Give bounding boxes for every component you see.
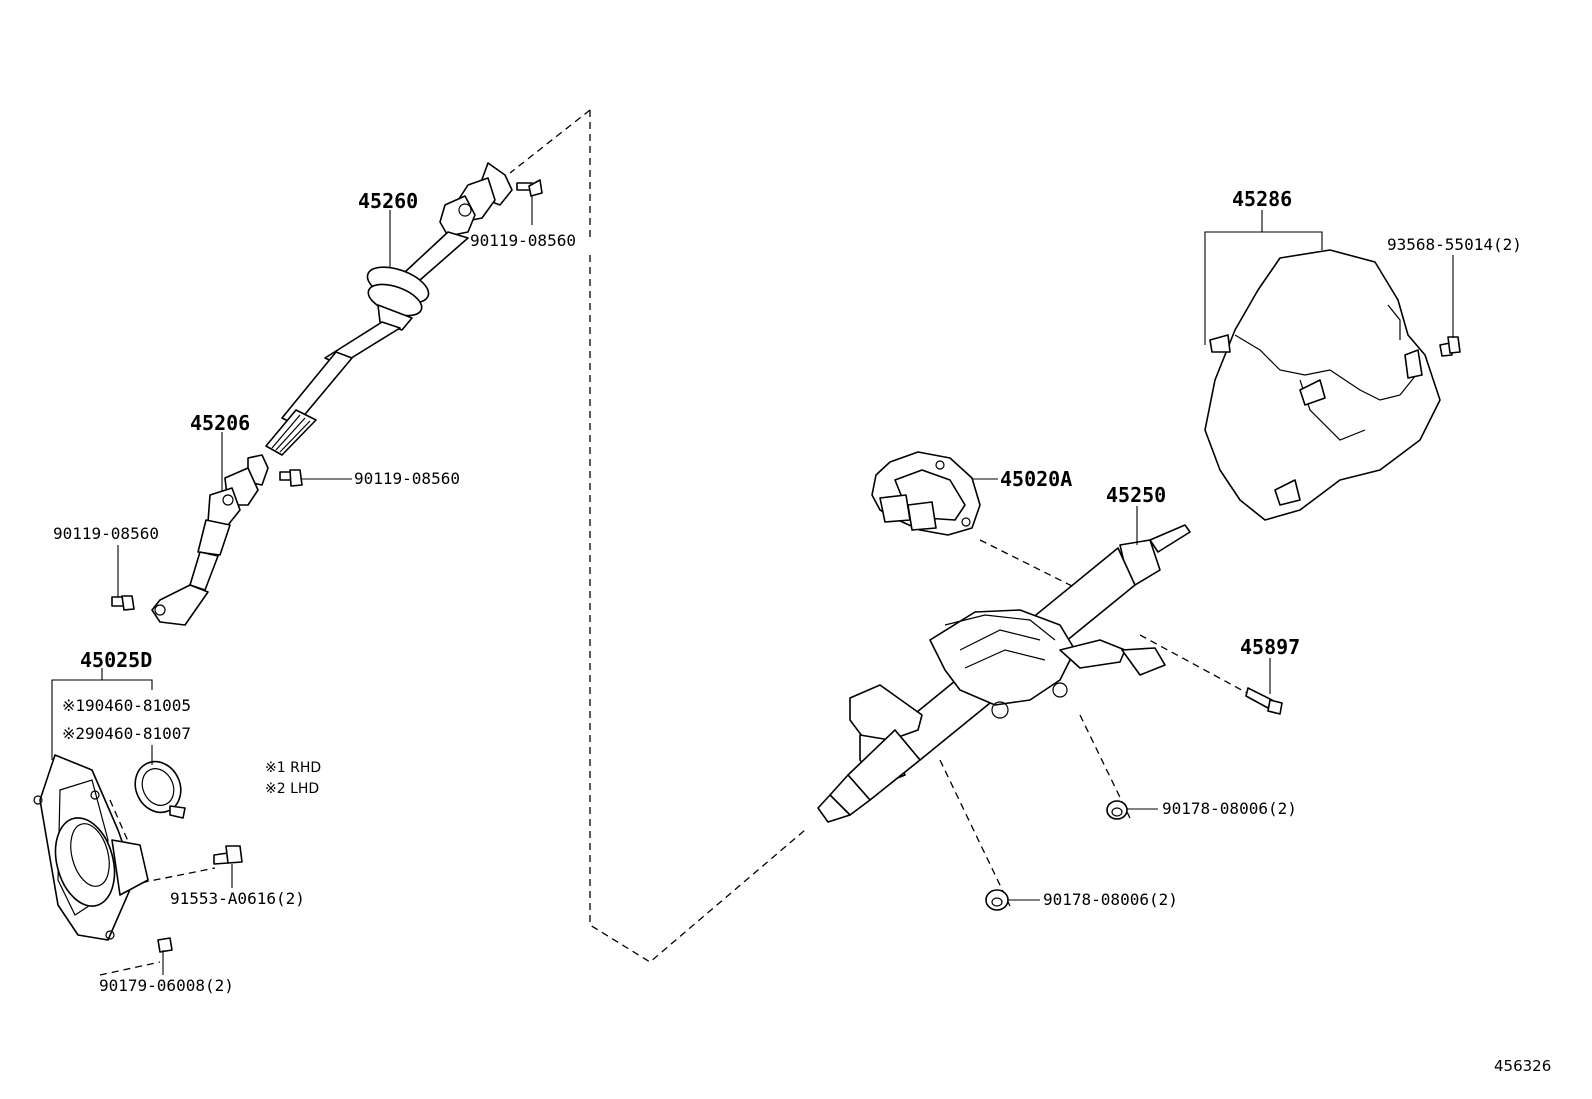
- label-45286: 45286: [1232, 187, 1293, 211]
- label-seal-lhd: ※290460-81007: [62, 724, 191, 743]
- intermediate-shaft-45260: [265, 162, 513, 456]
- bolt-90119-08560-upper: [516, 179, 543, 197]
- assembly-dashed-lines: [99, 109, 1261, 976]
- nut-90179-06008: [157, 937, 173, 953]
- label-45897: 45897: [1240, 635, 1301, 659]
- label-nut-col-bottom: 90178-08006(2): [1043, 890, 1178, 909]
- bolt-91553-a0616: [213, 845, 243, 865]
- label-45260: 45260: [358, 189, 419, 213]
- label-nut-boot: 90179-06008(2): [99, 976, 234, 995]
- bolt-90119-08560-mid: [279, 469, 303, 487]
- label-bolt-boot: 91553-A0616(2): [170, 889, 305, 908]
- nut-90178-08006-right: [1106, 800, 1128, 820]
- leader-lines: [51, 196, 1454, 975]
- hole-cover-45025d: [33, 754, 149, 941]
- bolt-45897: [1245, 687, 1283, 715]
- label-45025d: 45025D: [80, 648, 153, 672]
- note-lhd: ※2 LHD: [265, 781, 320, 797]
- reference-number: 456326: [1494, 1057, 1552, 1075]
- steering-column-45250: [817, 524, 1191, 823]
- note-rhd: ※1 RHD: [265, 760, 322, 776]
- nut-90178-08006-bottom: [985, 889, 1009, 911]
- label-nut-col-right: 90178-08006(2): [1162, 799, 1297, 818]
- label-45206: 45206: [190, 411, 251, 435]
- bolt-90119-08560-left: [111, 595, 135, 611]
- label-seal-rhd: ※190460-81005: [62, 696, 191, 715]
- seal-ring: [134, 760, 186, 819]
- screw-93568-55014: [1439, 336, 1461, 357]
- lower-shaft-45206: [151, 454, 269, 626]
- label-bolt-left: 90119-08560: [53, 524, 159, 543]
- label-bolt-upper: 90119-08560: [470, 231, 576, 250]
- label-45020a: 45020A: [1000, 467, 1073, 491]
- label-bolt-mid: 90119-08560: [354, 469, 460, 488]
- label-screw-cover: 93568-55014(2): [1387, 235, 1522, 254]
- label-45250: 45250: [1106, 483, 1167, 507]
- steering-lock-45020a: [871, 451, 981, 536]
- column-cover-45286: [1204, 249, 1441, 521]
